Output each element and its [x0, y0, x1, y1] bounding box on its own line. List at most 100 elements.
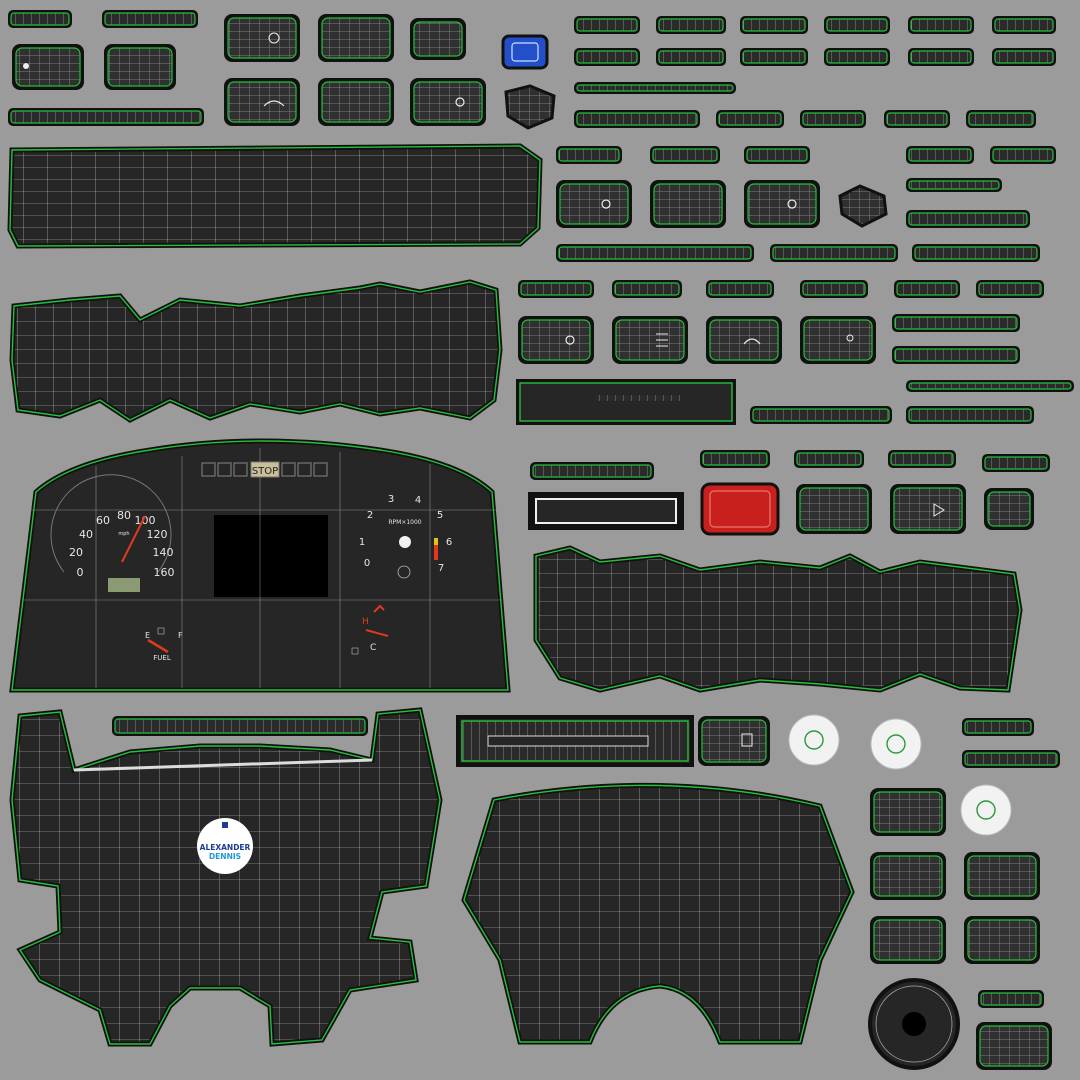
uv-strip-inner: [742, 18, 806, 32]
uv-strip-inner: [658, 50, 724, 64]
uv-strip-inner: [908, 148, 972, 162]
button-set-top-left: [12, 14, 486, 126]
uv-strip-inner: [10, 12, 70, 26]
uv-strip-inner: [10, 110, 202, 124]
uv-strip-inner: [576, 84, 734, 92]
uv-strip-inner: [742, 50, 806, 64]
temperature-gauge: H C: [351, 604, 389, 655]
odometer-display: [108, 578, 140, 592]
logo-line-2: DENNIS: [209, 852, 241, 861]
speedometer-tick: 40: [79, 528, 93, 541]
play-icon: [933, 503, 945, 517]
uv-strip-inner: [746, 148, 808, 162]
uv-strip-inner: [558, 148, 620, 162]
tachometer-unit: RPM×1000: [388, 519, 421, 526]
headlamp-icon: [565, 335, 575, 345]
uv-strip-inner: [520, 282, 592, 296]
speedometer-tick: 120: [147, 528, 168, 541]
instrument-cluster: STOP 0 20 40 60 80 100 120 140 160 mph 0…: [9, 438, 511, 693]
tachometer-tick: 0: [364, 558, 370, 569]
horn-icon: [263, 100, 285, 107]
stop-indicator-label: STOP: [252, 466, 278, 477]
tachometer-tick: 1: [359, 537, 365, 548]
uv-strip-inner: [802, 282, 866, 296]
speedometer-unit: mph: [118, 531, 129, 537]
uv-strip-inner: [964, 720, 1032, 734]
uv-strip-inner: [532, 464, 652, 478]
uv-strip-inner: [894, 316, 1018, 330]
speedometer-tick: 160: [154, 566, 175, 579]
uv-strip-inner: [796, 452, 862, 466]
cabin-light-icon: [787, 199, 797, 209]
speedometer-tick: 80: [117, 509, 131, 522]
uv-strip-inner: [576, 50, 638, 64]
uv-strip-inner: [802, 112, 864, 126]
uv-shell-rounded: [461, 782, 855, 1045]
speedometer-tick: 140: [153, 546, 174, 559]
speedometer-tick: 60: [96, 514, 110, 527]
display-screen: [214, 515, 328, 597]
uv-strip-inner: [908, 180, 1000, 190]
button-set-bottom-right: [870, 788, 1052, 1070]
coolant-icon: [351, 647, 359, 655]
uv-strip-inner: [964, 752, 1058, 766]
uv-strip-inner: [908, 382, 1072, 390]
uv-strip-inner: [908, 212, 1028, 226]
uv-strip-inner: [890, 452, 954, 466]
speedometer-tick: 20: [69, 546, 83, 559]
uv-strip-inner: [104, 12, 196, 26]
uv-strip-inner: [910, 18, 972, 32]
uv-strip-inner: [992, 148, 1054, 162]
uv-strip-inner: [968, 112, 1034, 126]
uv-strip-inner: [908, 408, 1032, 422]
uv-shell-steering: [9, 707, 443, 1047]
uv-strip-inner: [896, 282, 958, 296]
uv-bar: [516, 379, 736, 425]
uv-strip-inner: [558, 246, 752, 260]
tachometer-tick: 7: [438, 563, 444, 574]
alexander-dennis-logo: ALEXANDER DENNIS: [197, 818, 253, 874]
fuel-empty-label: E: [145, 631, 150, 640]
speedometer-tick: 0: [77, 566, 84, 579]
speedometer-tick: 100: [135, 514, 156, 527]
uv-strip-inner: [718, 112, 782, 126]
uv-strip-inner: [978, 282, 1042, 296]
logo-line-1: ALEXANDER: [200, 843, 251, 852]
sun-icon: [455, 97, 465, 107]
uv-strip-inner: [826, 18, 888, 32]
blue-button: [501, 34, 549, 70]
tachometer-hub: [399, 536, 411, 548]
fuel-gauge: E F FUEL: [145, 627, 183, 662]
temp-cold-label: C: [370, 643, 376, 653]
uv-strip-inner: [708, 282, 772, 296]
light-icon: [601, 199, 611, 209]
tachometer-tick: 4: [415, 495, 421, 506]
tachometer: 0 1 2 3 4 5 6 7 RPM×1000: [359, 494, 452, 579]
uv-strip-inner: [114, 718, 366, 734]
uv-strip-inner: [980, 992, 1042, 1006]
tachometer-tick: 3: [388, 494, 394, 505]
fuel-needle: [147, 638, 169, 654]
speedometer-needle: [121, 515, 146, 563]
uv-strip-inner: [994, 50, 1054, 64]
uv-strip-inner: [658, 18, 724, 32]
fuel-label: FUEL: [153, 654, 171, 662]
fuel-full-label: F: [178, 631, 183, 640]
temp-hot-label: H: [362, 617, 369, 627]
wiper-icon: [268, 32, 280, 44]
fuel-icon: [157, 627, 165, 635]
tachometer-tick: 5: [437, 510, 443, 521]
temp-needle: [365, 629, 389, 637]
fog-light-icon: [656, 333, 668, 347]
round-knobs: [788, 714, 1012, 1070]
uv-shell-top-strip: [7, 143, 543, 249]
uv-strip-inner: [914, 246, 1038, 260]
uv-strip-inner: [752, 408, 890, 422]
uv-strip-inner: [614, 282, 680, 296]
uv-strip-inner: [886, 112, 948, 126]
uv-strip-inner: [984, 456, 1048, 470]
uv-strip-inner: [894, 348, 1018, 362]
uv-strip-inner: [910, 50, 972, 64]
